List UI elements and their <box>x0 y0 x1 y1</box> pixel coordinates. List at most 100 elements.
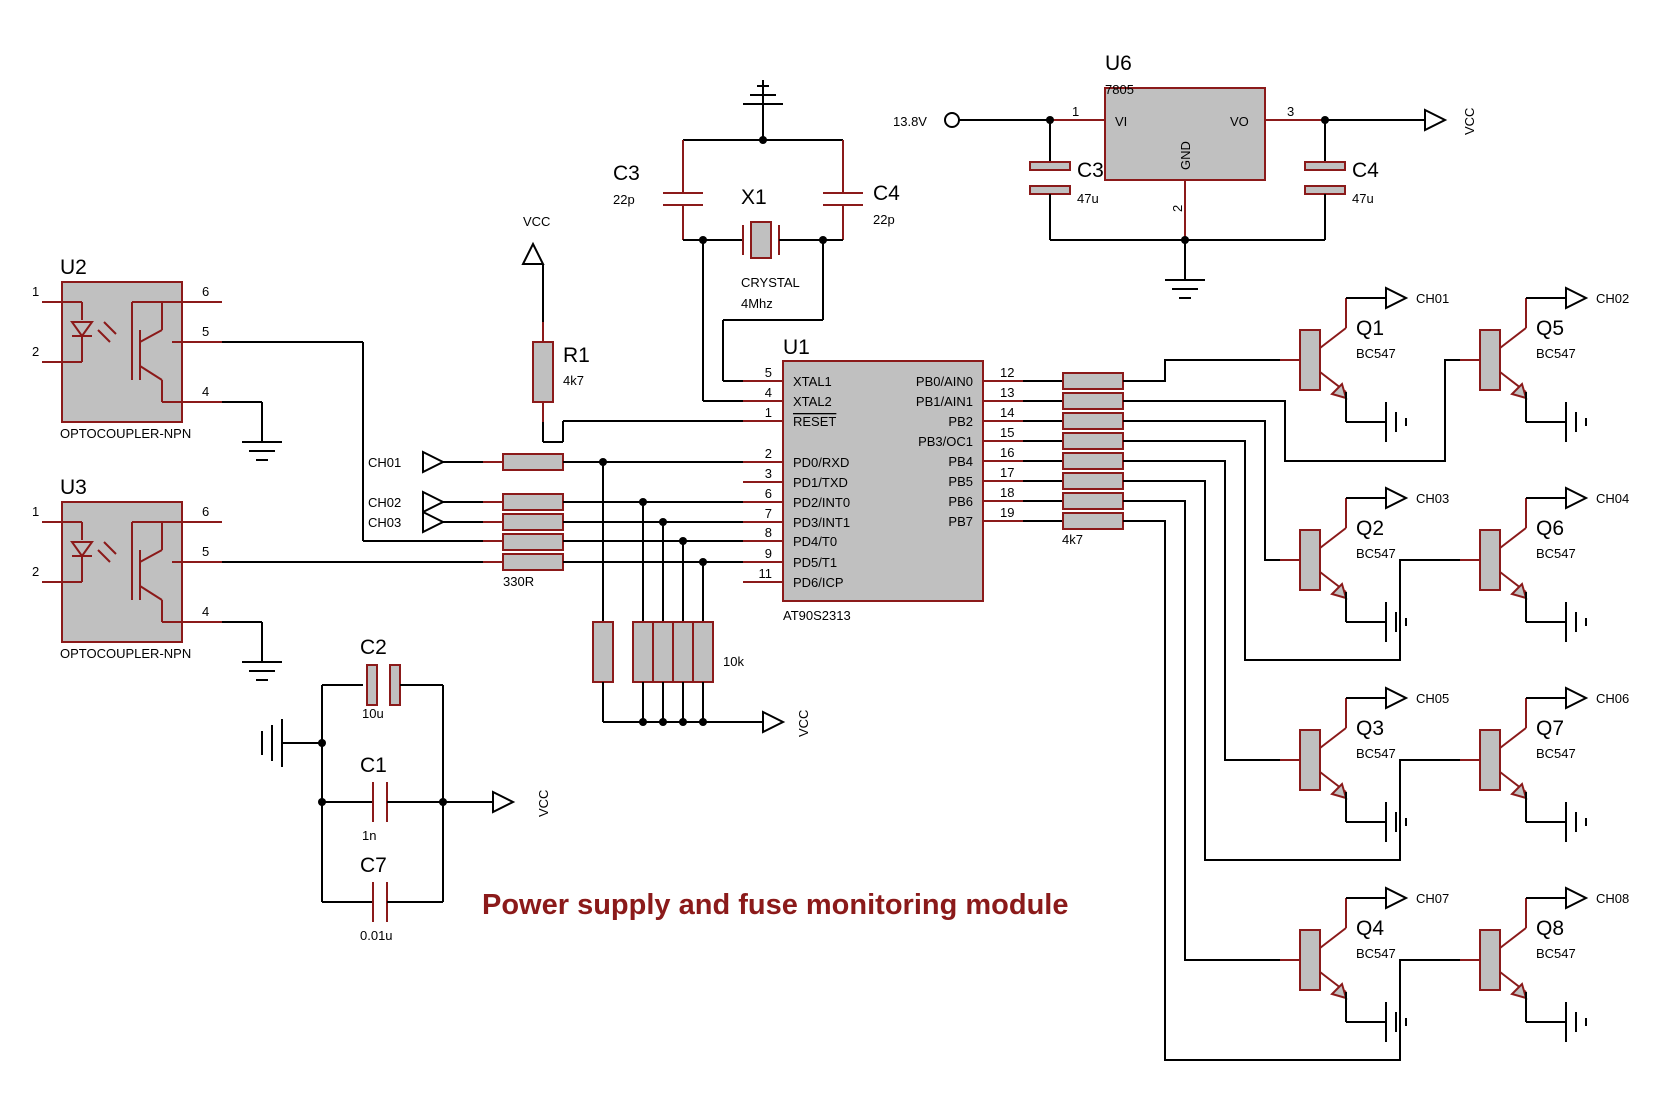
input-terminal <box>944 112 960 128</box>
svg-text:6: 6 <box>202 504 209 519</box>
svg-text:CH02: CH02 <box>368 495 401 510</box>
decoupling-section: C2 10u C1 1n C7 0.01u VCC <box>261 636 551 943</box>
svg-text:C7: C7 <box>360 854 387 877</box>
svg-text:1: 1 <box>32 504 39 519</box>
svg-text:4: 4 <box>202 604 209 619</box>
svg-text:VCC: VCC <box>1462 108 1477 135</box>
svg-text:X1: X1 <box>741 186 767 209</box>
base-resistor-array: 4k7 <box>1023 372 1124 547</box>
svg-text:1: 1 <box>32 284 39 299</box>
svg-text:C4: C4 <box>873 182 900 205</box>
svg-text:U3: U3 <box>60 476 87 499</box>
u1-pin-name: RESET <box>793 414 836 429</box>
svg-text:10u: 10u <box>362 706 384 721</box>
output-net-label: CH04 <box>1596 491 1629 506</box>
transistor-value: BC547 <box>1356 746 1396 761</box>
output-net-label: CH05 <box>1416 691 1449 706</box>
base-resistor <box>1062 372 1124 390</box>
u1-pin-name: PB4 <box>948 454 973 469</box>
input-resistors: CH01 CH02 CH03 330R <box>368 450 743 589</box>
svg-text:GND: GND <box>1178 141 1193 170</box>
u1-pin-name: PD4/T0 <box>793 534 837 549</box>
u1-pin-num: 9 <box>765 546 772 561</box>
svg-text:C3: C3 <box>1077 159 1104 182</box>
transistor-value: BC547 <box>1536 746 1576 761</box>
svg-text:4k7: 4k7 <box>563 373 584 388</box>
base-wiring <box>1123 359 1460 1061</box>
svg-text:47u: 47u <box>1352 191 1374 206</box>
u1-pin-num: 17 <box>1000 465 1014 480</box>
u1-pin-num: 16 <box>1000 445 1014 460</box>
u1-pin-name: PB3/OC1 <box>918 434 973 449</box>
svg-text:4Mhz: 4Mhz <box>741 296 773 311</box>
u1-pin-num: 8 <box>765 525 772 540</box>
output-net-label: CH07 <box>1416 891 1449 906</box>
svg-text:2: 2 <box>32 344 39 359</box>
svg-text:OPTOCOUPLER-NPN: OPTOCOUPLER-NPN <box>60 646 191 661</box>
transistor-value: BC547 <box>1536 346 1576 361</box>
svg-text:VCC: VCC <box>523 214 550 229</box>
svg-text:5: 5 <box>202 544 209 559</box>
u1-pin-num: 1 <box>765 405 772 420</box>
vcc-arrow-top <box>1424 108 1448 132</box>
transistor-ref: Q4 <box>1356 917 1384 940</box>
u6-ref: U6 <box>1105 52 1132 75</box>
pullup-resistors: VCC 10k <box>592 458 811 737</box>
u1-pin-num: 5 <box>765 365 772 380</box>
u1-pin-name: PB7 <box>948 514 973 529</box>
output-net-label: CH02 <box>1596 291 1629 306</box>
svg-text:OPTOCOUPLER-NPN: OPTOCOUPLER-NPN <box>60 426 191 441</box>
u1-mcu: U1 AT90S2313 5XTAL14XTAL21RESET2PD0/RXD3… <box>703 336 1023 623</box>
page-title: Power supply and fuse monitoring module <box>482 889 1069 921</box>
transistor-ref: Q5 <box>1536 317 1564 340</box>
svg-text:1n: 1n <box>362 828 376 843</box>
svg-text:CH03: CH03 <box>368 515 401 530</box>
u1-pin-name: PB1/AIN1 <box>916 394 973 409</box>
u1-pin-name: PD6/ICP <box>793 575 844 590</box>
svg-text:CRYSTAL: CRYSTAL <box>741 275 800 290</box>
svg-text:5: 5 <box>202 324 209 339</box>
u1-pin-num: 11 <box>759 566 773 581</box>
u1-pin-num: 12 <box>1000 365 1014 380</box>
crystal-body <box>750 221 772 259</box>
u6-regulator-body <box>1104 87 1266 181</box>
svg-text:C4: C4 <box>1352 159 1379 182</box>
reset-section: VCC R1 4k7 <box>521 214 743 443</box>
u1-pin-name: PD0/RXD <box>793 455 849 470</box>
base-resistor <box>1062 492 1124 510</box>
svg-text:C2: C2 <box>360 636 387 659</box>
u1-pin-name: PD3/INT1 <box>793 515 850 530</box>
u1-pin-name: PB2 <box>948 414 973 429</box>
u1-pin-name: PB6 <box>948 494 973 509</box>
svg-text:2: 2 <box>1170 205 1185 212</box>
svg-text:C1: C1 <box>360 754 387 777</box>
c3r-plate-neg <box>1029 185 1071 195</box>
transistor-value: BC547 <box>1536 546 1576 561</box>
u1-pin-num: 19 <box>1000 505 1014 520</box>
rpull-value: 10k <box>723 654 744 669</box>
transistor-ref: Q7 <box>1536 717 1564 740</box>
u1-pin-name: PB0/AIN0 <box>916 374 973 389</box>
svg-text:47u: 47u <box>1077 191 1099 206</box>
svg-text:6: 6 <box>202 284 209 299</box>
svg-text:U2: U2 <box>60 256 87 279</box>
transistor-ref: Q8 <box>1536 917 1564 940</box>
svg-text:C3: C3 <box>613 162 640 185</box>
output-net-label: CH06 <box>1596 691 1629 706</box>
r1-body <box>532 341 554 403</box>
u1-pin-num: 13 <box>1000 385 1014 400</box>
c3r-plate <box>1029 161 1071 171</box>
power-supply-section: 13.8V 1 VI VO GND U6 7805 3 VCC 2 C3 47u… <box>893 52 1477 299</box>
svg-text:VO: VO <box>1230 114 1249 129</box>
base-resistor <box>1062 392 1124 410</box>
svg-text:0.01u: 0.01u <box>360 928 393 943</box>
base-resistor <box>1062 412 1124 430</box>
u1-pin-name: XTAL1 <box>793 374 832 389</box>
transistor-array: CH01Q1BC547CH02Q5BC547CH03Q2BC547CH04Q6B… <box>1123 286 1629 1061</box>
svg-text:1: 1 <box>1072 104 1079 119</box>
